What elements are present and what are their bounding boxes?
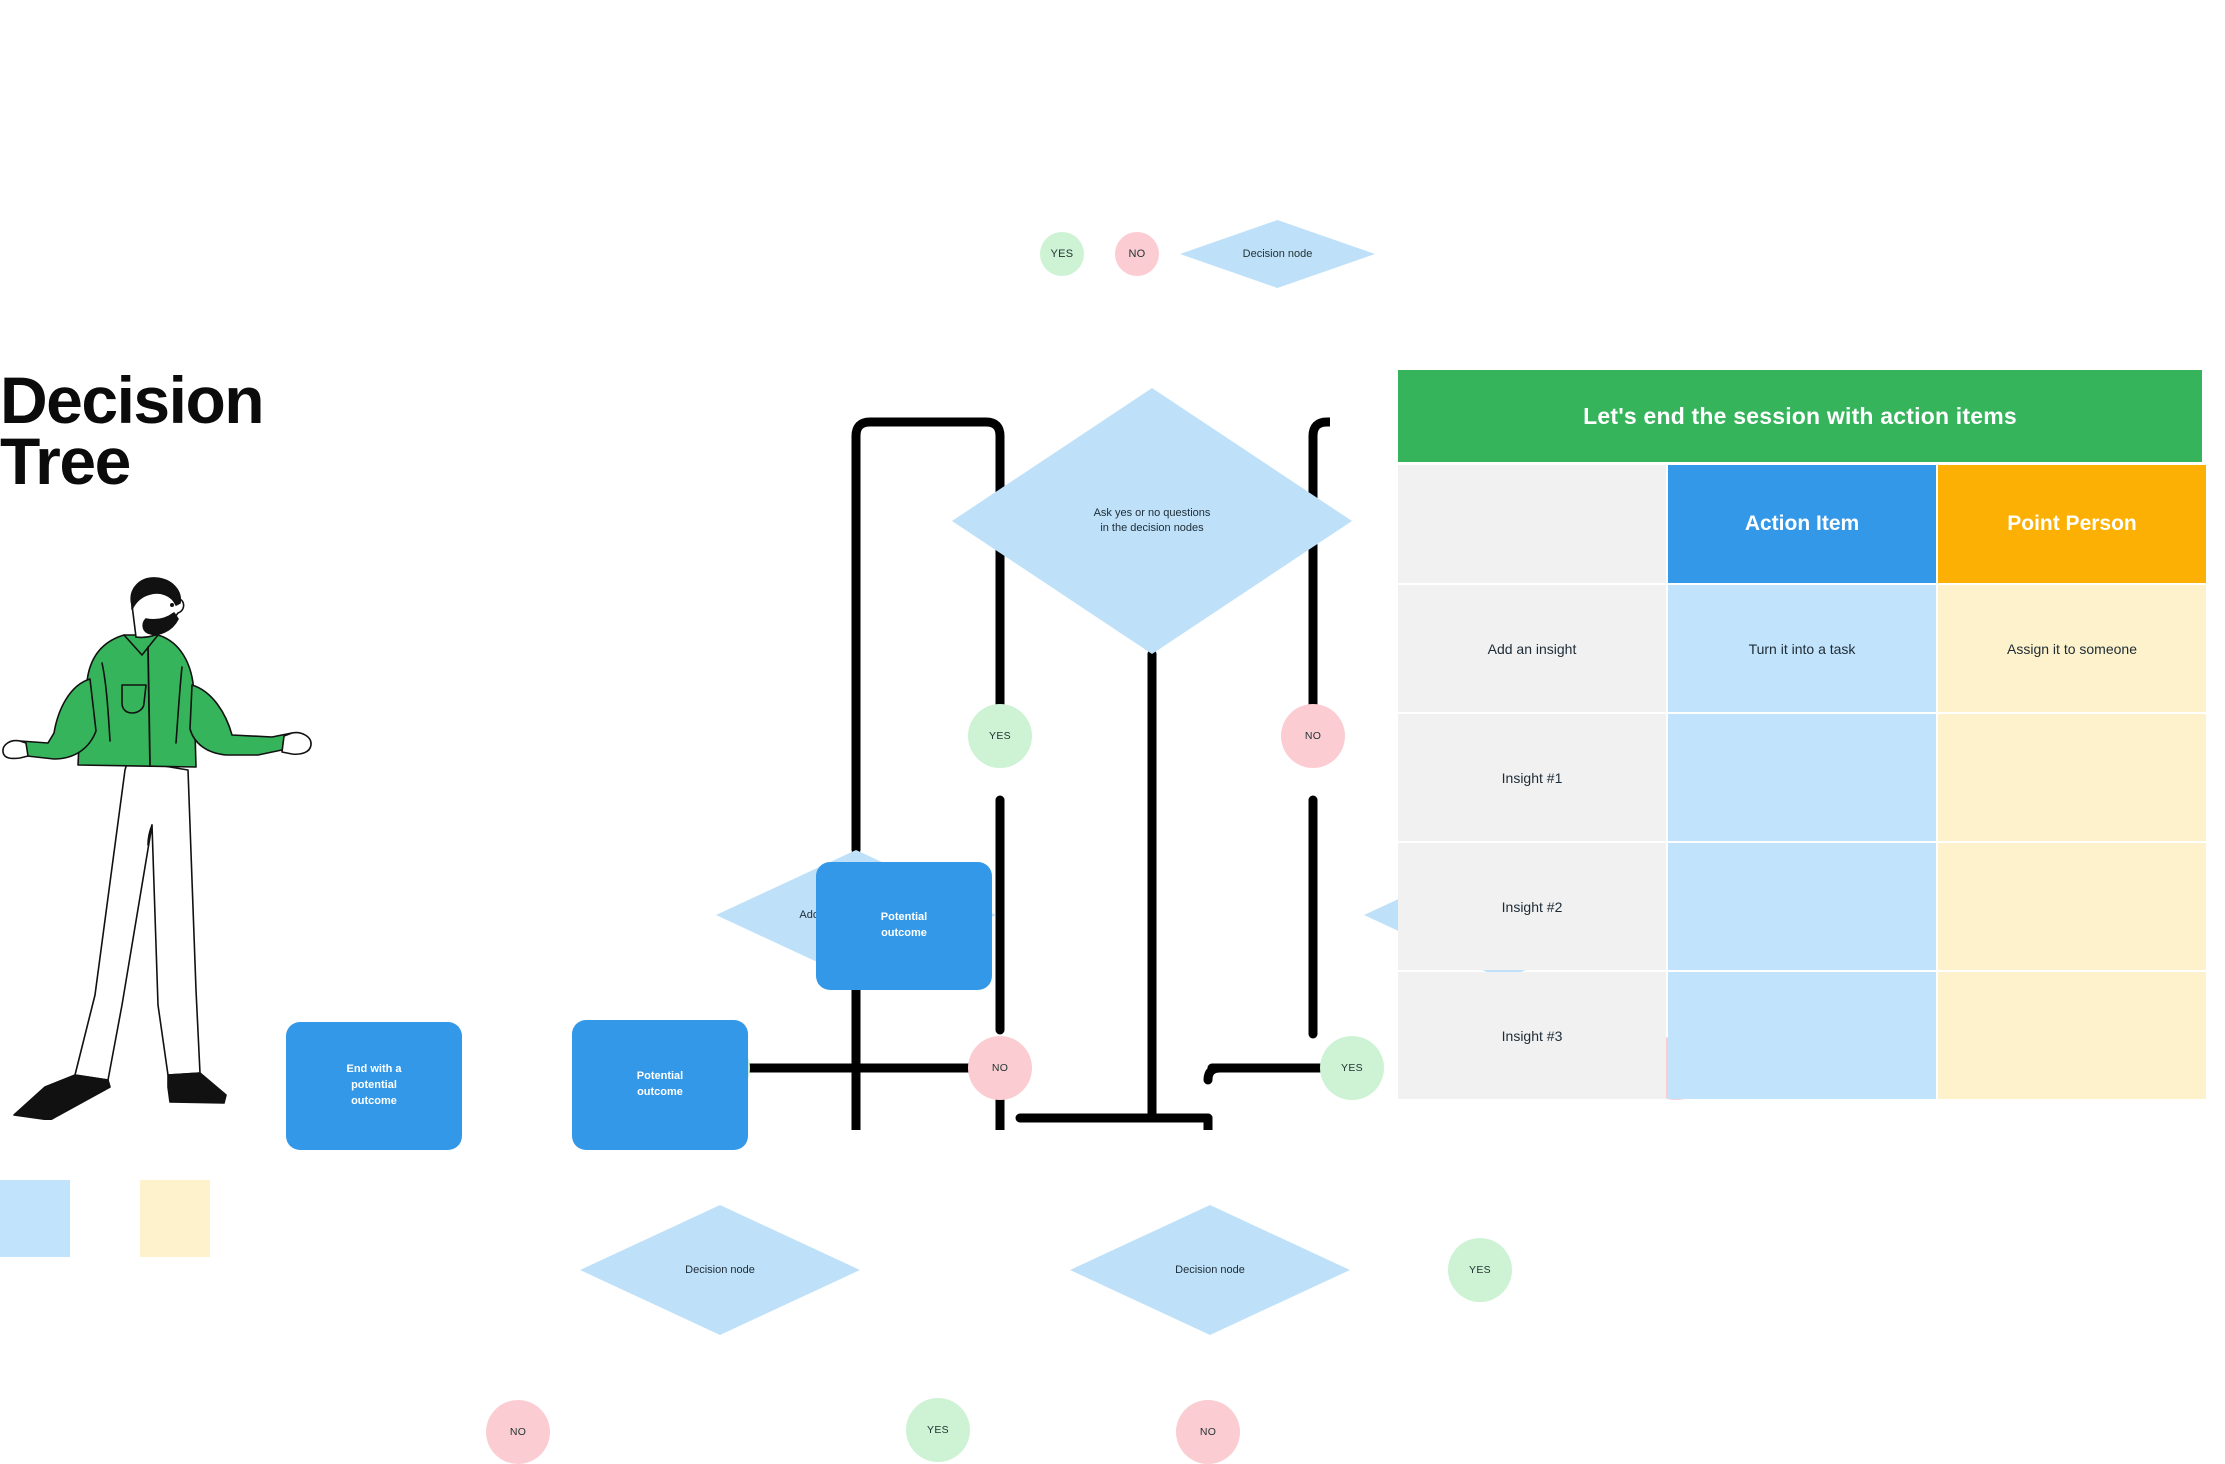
color-swatch-light-yellow [140,1180,210,1257]
flow-circle-yes-5: YES [1448,1238,1512,1302]
action-items-banner: Let's end the session with action items [1398,370,2202,462]
legend: YES NO Decision node [1040,220,1375,294]
flow-circle-no-5: NO [486,1400,550,1464]
table-cell-person[interactable] [1938,714,2206,841]
flow-circle-no-2: NO [968,1036,1032,1100]
table-header-action-item: Action Item [1668,465,1936,583]
table-header-blank [1398,465,1666,583]
color-swatch-light-blue [0,1180,70,1257]
table-cell-person[interactable] [1938,843,2206,970]
table-cell-person[interactable]: Assign it to someone [1938,585,2206,712]
table-cell-action[interactable] [1668,714,1936,841]
table-header-row: Action Item Point Person [1398,465,2206,583]
legend-yes-circle: YES [1040,232,1084,276]
page-title: Decision Tree [0,363,380,498]
legend-decision-node: Decision node [1180,220,1375,288]
table-cell-action[interactable] [1668,843,1936,970]
table-cell-label[interactable]: Add an insight [1398,585,1666,712]
table-header-point-person: Point Person [1938,465,2206,583]
flow-circle-yes-3: YES [1320,1036,1384,1100]
action-items-grid: Action Item Point Person Add an insight … [1398,465,2206,1101]
action-items-table: Let's end the session with action items … [1398,370,2206,1128]
table-row[interactable]: Add an insight Turn it into a task Assig… [1398,585,2206,712]
table-cell-action[interactable] [1668,972,1936,1099]
table-row[interactable]: Insight #2 [1398,843,2206,970]
table-row[interactable]: Insight #3 [1398,972,2206,1099]
table-cell-action[interactable]: Turn it into a task [1668,585,1936,712]
table-row[interactable]: Insight #1 [1398,714,2206,841]
table-cell-label[interactable]: Insight #1 [1398,714,1666,841]
flow-node-decision-low-mid: Decision node [1070,1205,1350,1335]
table-cell-label[interactable]: Insight #2 [1398,843,1666,970]
table-cell-person[interactable] [1938,972,2206,1099]
flow-circle-yes-4: YES [906,1398,970,1462]
page-title-line-2: Tree [0,423,131,498]
flow-circle-yes-1: YES [968,704,1032,768]
table-cell-label[interactable]: Insight #3 [1398,972,1666,1099]
flow-circle-no-4: NO [1176,1400,1240,1464]
flow-circle-no-1: NO [1281,704,1345,768]
page-title-line-1: Decision [0,363,265,437]
slide-canvas: Decision Tree [0,220,2206,1464]
shrugging-person-illustration [0,575,330,1121]
legend-no-circle: NO [1115,232,1159,276]
flow-node-decision-low-left: Decision node [580,1205,860,1335]
